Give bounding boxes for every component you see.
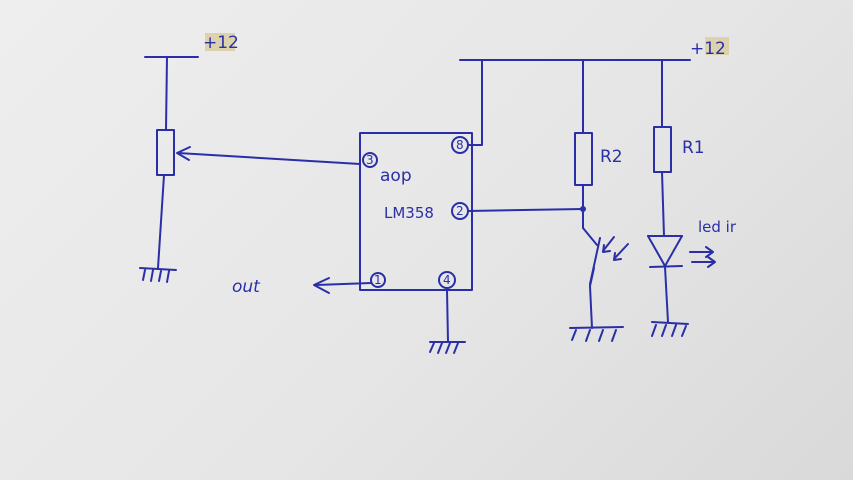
r1-bottom-wire [661, 171, 665, 237]
phototransistor [582, 227, 629, 329]
wiper-arrow [176, 146, 191, 161]
opamp-part: LM358 [384, 204, 434, 222]
resistor-r2 [574, 132, 593, 186]
output-arrow [313, 277, 330, 294]
output-wire [315, 282, 372, 286]
pin-3-marker [362, 152, 378, 168]
pin-1-label: 1 [374, 273, 382, 287]
pot-top-wire [165, 56, 168, 131]
potentiometer [156, 129, 175, 176]
junction-dot [580, 206, 586, 212]
r2-label: R2 [600, 147, 623, 167]
ground-symbol-led [651, 321, 689, 337]
wiper-wire [177, 152, 361, 165]
led-label: led ir [698, 218, 737, 236]
ground-symbol-center [429, 341, 466, 354]
r1-label: R1 [682, 138, 705, 158]
pin-1-marker [370, 272, 386, 288]
pin-8-label: 8 [456, 138, 464, 152]
pin-2-wire [467, 208, 584, 212]
opamp-name: aop [380, 166, 412, 186]
supply-label-left: +12 [203, 33, 239, 53]
pot-bottom-wire [157, 174, 165, 269]
ir-led [647, 235, 716, 268]
led-bottom-wire [664, 266, 669, 323]
pin-4-label: 4 [443, 273, 451, 287]
output-label: out [232, 277, 261, 297]
supply-label-right: +12 [690, 39, 726, 59]
pin-2-label: 2 [456, 204, 464, 218]
resistor-r1 [653, 126, 672, 173]
pin-8-supply-wire [467, 59, 483, 146]
pin-4-marker [438, 271, 456, 289]
ground-symbol-phototransistor [569, 326, 624, 342]
pin-4-ground-wire [446, 289, 449, 343]
pin-3-label: 3 [366, 153, 374, 167]
tape-right [705, 37, 729, 55]
tape-left [205, 33, 235, 51]
ground-symbol-left [139, 267, 177, 283]
